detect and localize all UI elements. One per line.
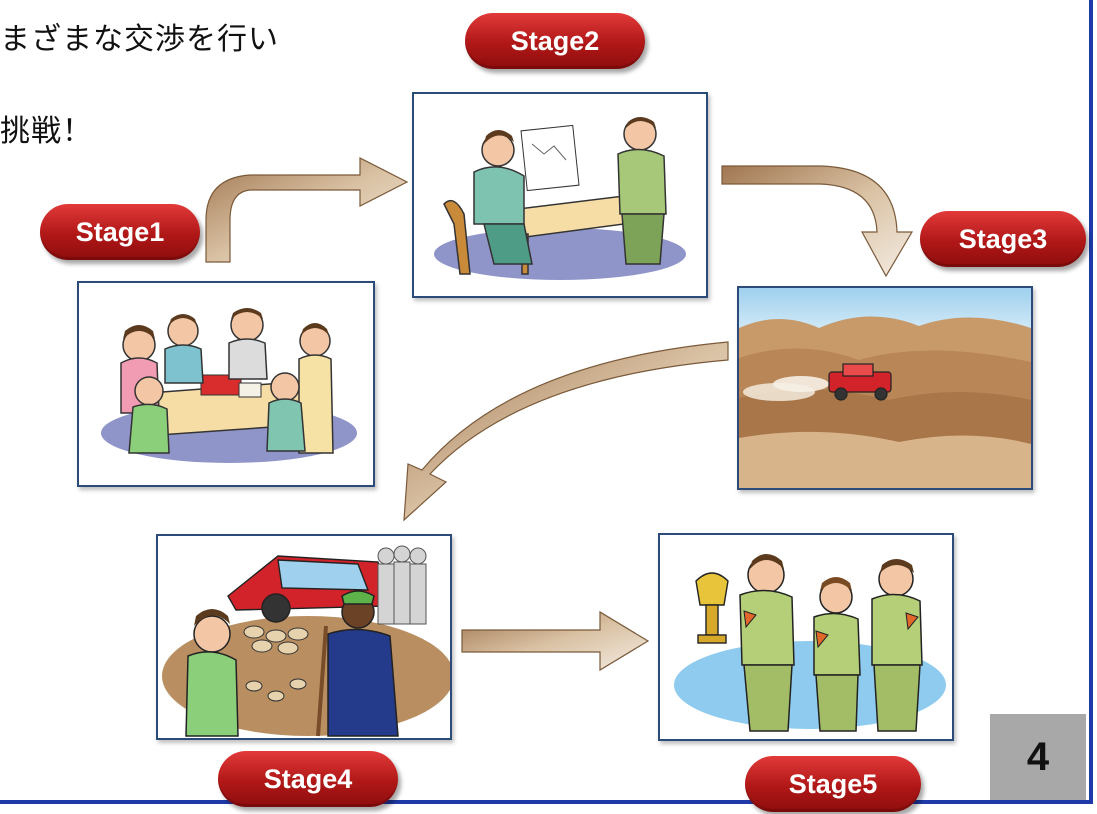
heading-line-1: まざまな交渉を行い <box>0 22 279 57</box>
page-number: 4 <box>1026 734 1050 779</box>
stage4-label: Stage4 <box>263 763 353 794</box>
stage5-illustration <box>658 533 954 741</box>
arrow-stage4-to-stage5 <box>461 610 650 672</box>
heading-line-2: 挑戦！ <box>0 114 93 149</box>
stage5-label: Stage5 <box>788 768 878 799</box>
stage3-badge: Stage3 <box>920 211 1086 267</box>
page-number-box: 4 <box>990 714 1086 800</box>
stage3-label: Stage3 <box>958 223 1048 254</box>
stage2-badge: Stage2 <box>465 13 645 69</box>
stage1-label: Stage1 <box>75 216 165 247</box>
stage4-badge: Stage4 <box>218 751 398 807</box>
frame-right-border <box>1089 0 1093 804</box>
arrow-stage2-to-stage3 <box>721 165 914 278</box>
stage1-badge: Stage1 <box>40 204 200 260</box>
stage1-illustration <box>77 281 375 487</box>
frame-bottom-border <box>0 800 1093 804</box>
stage5-badge: Stage5 <box>745 756 921 812</box>
stage3-illustration <box>737 286 1033 490</box>
stage4-illustration <box>156 534 452 740</box>
stage2-label: Stage2 <box>510 25 600 56</box>
arrow-stage1-to-stage2 <box>205 157 409 263</box>
arrow-stage3-to-stage4 <box>403 341 729 522</box>
stage2-illustration <box>412 92 708 298</box>
